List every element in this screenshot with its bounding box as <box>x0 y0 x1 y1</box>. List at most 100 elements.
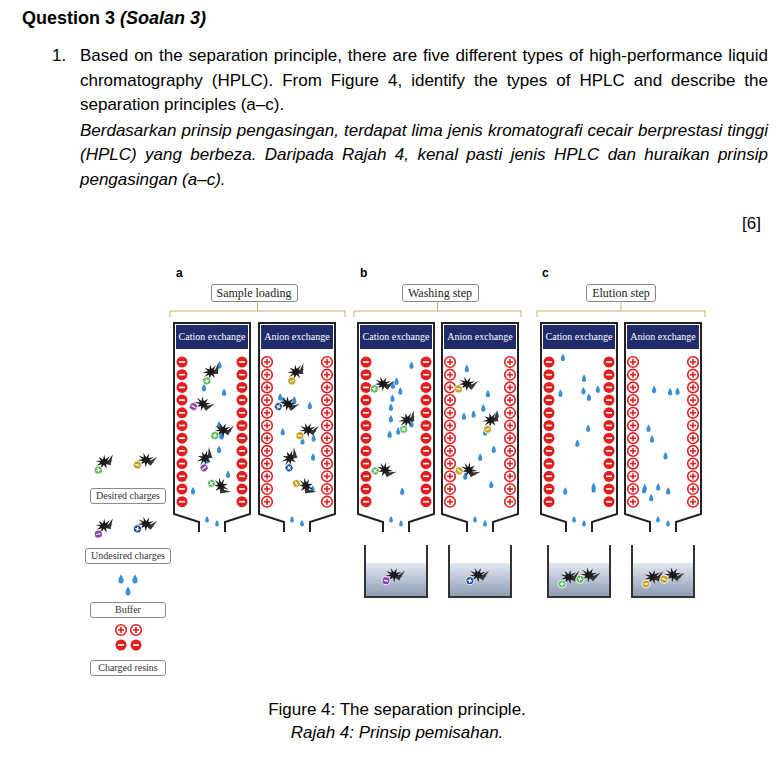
beaker-outline <box>365 545 427 597</box>
anion-resin <box>688 433 699 444</box>
anion-resin <box>505 484 516 495</box>
panel-letter: c <box>542 266 549 280</box>
resin-bead <box>628 357 639 368</box>
resin-bead <box>628 382 639 393</box>
charge-bead <box>133 524 143 534</box>
charge-bead <box>454 384 464 394</box>
bracket <box>537 302 705 317</box>
plus-sign <box>326 359 328 365</box>
resin-bead <box>544 433 555 444</box>
protein-molecule <box>295 421 319 442</box>
resin-bead <box>177 395 188 406</box>
cation-resin <box>544 433 555 444</box>
plus-sign <box>326 473 328 479</box>
resin-bead <box>445 369 456 380</box>
charge-bead <box>454 465 465 476</box>
cation-resin <box>361 433 372 444</box>
minus-sign <box>546 463 552 465</box>
cation-resin <box>361 458 372 469</box>
resin-bead <box>262 471 273 482</box>
plus-sign <box>449 473 451 479</box>
cation-resin <box>237 382 248 393</box>
cation-resin <box>361 471 372 482</box>
protein-molecule <box>198 362 224 386</box>
anion-resin <box>262 395 273 406</box>
plus-sign <box>449 397 451 403</box>
cation-resin <box>177 357 188 368</box>
minus-sign <box>606 463 612 465</box>
resin-bead <box>237 369 248 380</box>
protein-molecule <box>133 514 158 537</box>
buffer-drop <box>481 404 485 411</box>
minus-sign <box>606 387 612 389</box>
panel-letter: a <box>176 266 183 280</box>
plus-sign <box>692 435 694 441</box>
buffer-drop <box>471 410 475 417</box>
anion-resin <box>445 458 456 469</box>
minus-sign <box>546 361 552 363</box>
plus-sign <box>135 627 137 633</box>
minus-sign <box>423 425 429 427</box>
minus-sign <box>239 425 245 427</box>
cation-resin <box>237 357 248 368</box>
plus-sign <box>692 423 694 429</box>
resin-bead <box>628 471 639 482</box>
anion-resin <box>262 471 273 482</box>
resin-bead <box>445 382 456 393</box>
minus-sign <box>179 488 185 490</box>
cation-resin <box>237 484 248 495</box>
minus-sign <box>546 399 552 401</box>
minus-sign <box>546 437 552 439</box>
minus-sign <box>606 399 612 401</box>
sign <box>192 405 196 407</box>
cation-resin <box>177 445 188 456</box>
plus-sign <box>692 448 694 454</box>
resin-bead <box>177 445 188 456</box>
protein-molecule <box>659 565 685 589</box>
minus-sign <box>546 387 552 389</box>
charge-bead <box>291 478 302 489</box>
sign <box>298 435 302 437</box>
bead <box>454 384 464 394</box>
resin-bead <box>262 369 273 380</box>
protein-body <box>384 379 394 391</box>
minus-sign <box>179 437 185 439</box>
resin-bead <box>237 471 248 482</box>
minus-sign <box>363 450 369 452</box>
minus-sign <box>606 501 612 503</box>
resin-bead <box>628 496 639 507</box>
node-text: Washing step <box>408 285 473 301</box>
charge-bead <box>398 424 409 435</box>
anion-resin <box>628 458 639 469</box>
plus-sign <box>509 486 511 492</box>
legend-label: Charged resins <box>90 660 166 676</box>
protein-body <box>298 422 318 439</box>
buffer-drop <box>666 487 670 494</box>
plus-sign <box>632 499 634 505</box>
minus-sign <box>423 387 429 389</box>
bead <box>295 431 304 440</box>
question-number: Question 3 <box>22 8 115 29</box>
anion-resin <box>445 395 456 406</box>
plus-sign <box>509 499 511 505</box>
protein-body <box>288 447 301 460</box>
column-funnel <box>358 510 434 532</box>
minus-sign <box>363 501 369 503</box>
resin-bead <box>361 433 372 444</box>
plus-sign <box>326 423 328 429</box>
buffer-drop <box>409 361 413 368</box>
sign <box>96 533 100 535</box>
cation-resin <box>604 471 615 482</box>
bead <box>558 580 566 588</box>
buffer-drop <box>666 520 670 527</box>
column-header: Anion exchange <box>444 325 516 349</box>
resin-bead <box>445 420 456 431</box>
protein-body <box>384 467 397 480</box>
cation-resin <box>421 445 432 456</box>
plus-sign <box>692 410 694 416</box>
resin-bead <box>237 407 248 418</box>
protein-body <box>203 400 215 413</box>
collection-beaker <box>365 545 427 597</box>
anion-resin <box>688 446 699 457</box>
